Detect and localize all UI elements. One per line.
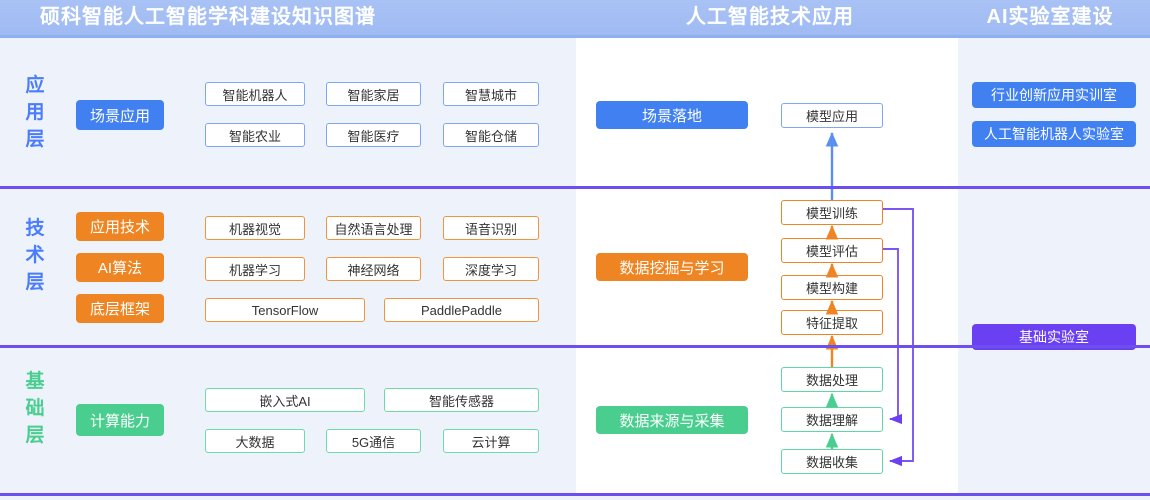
pill-ai-algorithm[interactable]: AI算法 xyxy=(76,253,164,282)
flow-data-processing[interactable]: 数据处理 xyxy=(781,367,883,392)
layer-label-application-char-1: 用 xyxy=(25,102,45,123)
pill-scene-application[interactable]: 场景应用 xyxy=(76,100,164,130)
tag-smart-home[interactable]: 智能家居 xyxy=(326,82,421,106)
pill-underlying-framework[interactable]: 底层框架 xyxy=(76,294,164,323)
flow-model-training[interactable]: 模型训练 xyxy=(781,200,883,225)
header-underline xyxy=(0,35,1150,38)
tag-neural-network[interactable]: 神经网络 xyxy=(326,257,421,281)
tag-speech-recognition[interactable]: 语音识别 xyxy=(443,216,539,240)
pill-application-technology[interactable]: 应用技术 xyxy=(76,212,164,241)
layer-label-technology-char-0: 技 xyxy=(25,218,45,239)
header-bar: 硕科智能人工智能学科建设知识图谱 人工智能技术应用 AI实验室建设 xyxy=(0,0,1150,35)
divider-technology-foundation xyxy=(0,345,1150,348)
header-title-ai-lab-construction: AI实验室建设 xyxy=(986,6,1114,28)
pill-computing-power[interactable]: 计算能力 xyxy=(76,404,164,436)
layer-label-application: 应 用 层 xyxy=(22,72,48,153)
flow-feature-extraction[interactable]: 特征提取 xyxy=(781,310,883,335)
tag-deep-learning[interactable]: 深度学习 xyxy=(443,257,539,281)
tag-smart-sensor[interactable]: 智能传感器 xyxy=(384,388,539,412)
flow-model-construction[interactable]: 模型构建 xyxy=(781,275,883,300)
tag-5g-communication[interactable]: 5G通信 xyxy=(326,429,421,453)
flow-data-understanding[interactable]: 数据理解 xyxy=(781,407,883,432)
layer-label-application-char-0: 应 xyxy=(25,75,45,96)
tag-embedded-ai[interactable]: 嵌入式AI xyxy=(205,388,365,412)
layer-label-foundation-char-0: 基 xyxy=(25,371,45,392)
header-title-ai-tech-application: 人工智能技术应用 xyxy=(686,6,854,28)
layer-label-foundation-char-1: 础 xyxy=(25,398,45,419)
tag-smart-agriculture[interactable]: 智能农业 xyxy=(205,123,305,147)
tag-smart-warehousing[interactable]: 智能仓储 xyxy=(443,123,539,147)
tag-paddlepaddle[interactable]: PaddlePaddle xyxy=(384,298,539,322)
pill-data-mining-learning[interactable]: 数据挖掘与学习 xyxy=(596,253,748,281)
lab-ai-robot-laboratory[interactable]: 人工智能机器人实验室 xyxy=(972,121,1136,147)
tag-smart-city[interactable]: 智慧城市 xyxy=(443,82,539,106)
pill-scene-implementation[interactable]: 场景落地 xyxy=(596,101,748,129)
header-title-knowledge-graph: 硕科智能人工智能学科建设知识图谱 xyxy=(40,6,376,28)
flow-model-evaluation[interactable]: 模型评估 xyxy=(781,238,883,263)
layer-label-technology-char-1: 术 xyxy=(25,245,45,266)
flow-model-application[interactable]: 模型应用 xyxy=(781,103,883,128)
flow-data-collection[interactable]: 数据收集 xyxy=(781,449,883,474)
tag-cloud-computing[interactable]: 云计算 xyxy=(443,429,539,453)
pill-data-source-collection[interactable]: 数据来源与采集 xyxy=(596,406,748,434)
tag-machine-learning[interactable]: 机器学习 xyxy=(205,257,305,281)
divider-bottom xyxy=(0,493,1150,496)
tag-machine-vision[interactable]: 机器视觉 xyxy=(205,216,305,240)
tag-nlp[interactable]: 自然语言处理 xyxy=(326,216,421,240)
layer-label-technology: 技 术 层 xyxy=(22,215,48,296)
layer-label-technology-char-2: 层 xyxy=(25,272,45,293)
layer-label-foundation-char-2: 层 xyxy=(25,425,45,446)
tag-intelligent-robot[interactable]: 智能机器人 xyxy=(205,82,305,106)
layer-label-application-char-2: 层 xyxy=(25,129,45,150)
layer-label-foundation: 基 础 层 xyxy=(22,368,48,449)
divider-application-technology xyxy=(0,186,1150,189)
column-ai-lab-bg xyxy=(958,38,1150,496)
tag-smart-healthcare[interactable]: 智能医疗 xyxy=(326,123,421,147)
tag-tensorflow[interactable]: TensorFlow xyxy=(205,298,365,322)
lab-industry-innovation-training-room[interactable]: 行业创新应用实训室 xyxy=(972,82,1136,108)
tag-big-data[interactable]: 大数据 xyxy=(205,429,305,453)
